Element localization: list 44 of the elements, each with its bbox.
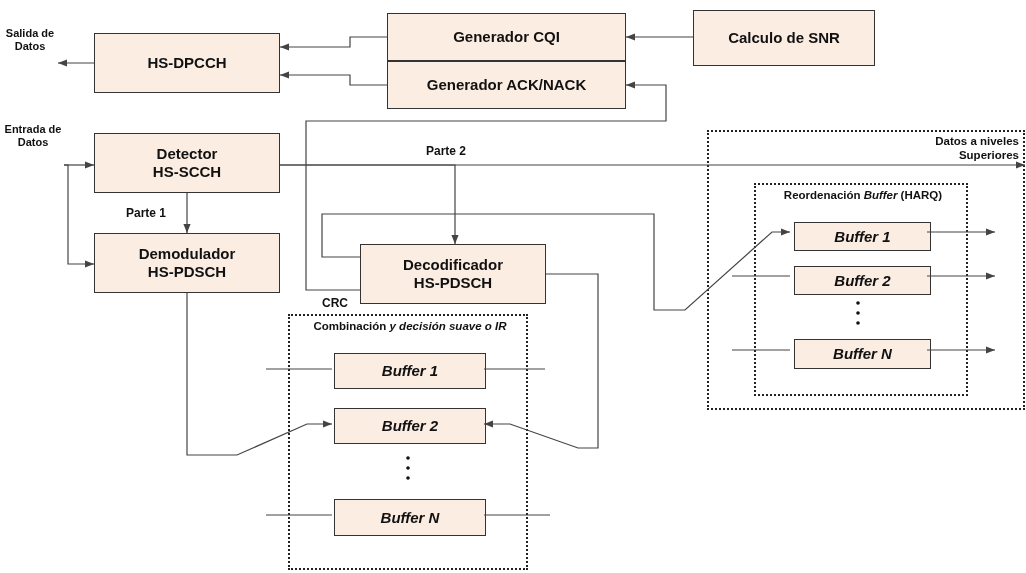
process-block: Generador CQI	[387, 13, 626, 61]
process-block: Buffer 2	[334, 408, 486, 444]
arrow	[279, 36, 388, 51]
arrow	[57, 59, 95, 67]
dotted-group-frame	[754, 183, 968, 396]
connector-line	[265, 514, 333, 516]
process-block: Buffer 2	[794, 266, 931, 295]
io-label: Entrada de Datos	[2, 123, 64, 169]
arrow	[279, 161, 1026, 169]
process-block: Buffer N	[334, 499, 486, 536]
arrow	[321, 213, 791, 311]
group-title: Combinación y decisión suave o IR	[312, 320, 508, 334]
group-title: Datos a niveles Superiores	[934, 135, 1019, 163]
process-block: Detector HS-SCCH	[94, 133, 280, 193]
arrow	[926, 272, 996, 280]
process-block: HS-DPCCH	[94, 33, 280, 93]
arrow	[279, 71, 388, 86]
process-block: Buffer N	[794, 339, 931, 369]
edge-label: Parte 1	[124, 206, 169, 220]
process-block: Buffer 1	[794, 222, 931, 251]
connector-line	[731, 275, 791, 277]
process-block: Decodificador HS-PDSCH	[360, 244, 546, 304]
arrow	[305, 81, 667, 291]
group-title: Reordenación Buffer (HARQ)	[782, 189, 944, 203]
dotted-group-frame	[707, 130, 1025, 410]
process-block: Demodulador HS-PDSCH	[94, 233, 280, 293]
process-block: Buffer 1	[334, 353, 486, 389]
process-block: Calculo de SNR	[693, 10, 875, 66]
connector-line	[265, 368, 333, 370]
edge-label: Parte 2	[424, 144, 469, 158]
connector-line	[731, 349, 791, 351]
edge-label: CRC	[320, 296, 350, 310]
arrow	[625, 33, 694, 41]
arrow	[183, 192, 191, 234]
connector-line	[483, 514, 551, 516]
io-label: Salida de Datos	[2, 27, 58, 67]
arrow	[186, 292, 333, 456]
arrow	[926, 346, 996, 354]
connector-line	[483, 368, 546, 370]
arrow	[63, 164, 95, 268]
dotted-group-frame	[288, 314, 528, 570]
arrow	[483, 273, 599, 449]
process-block: Generador ACK/NACK	[387, 61, 626, 109]
arrow	[926, 228, 996, 236]
